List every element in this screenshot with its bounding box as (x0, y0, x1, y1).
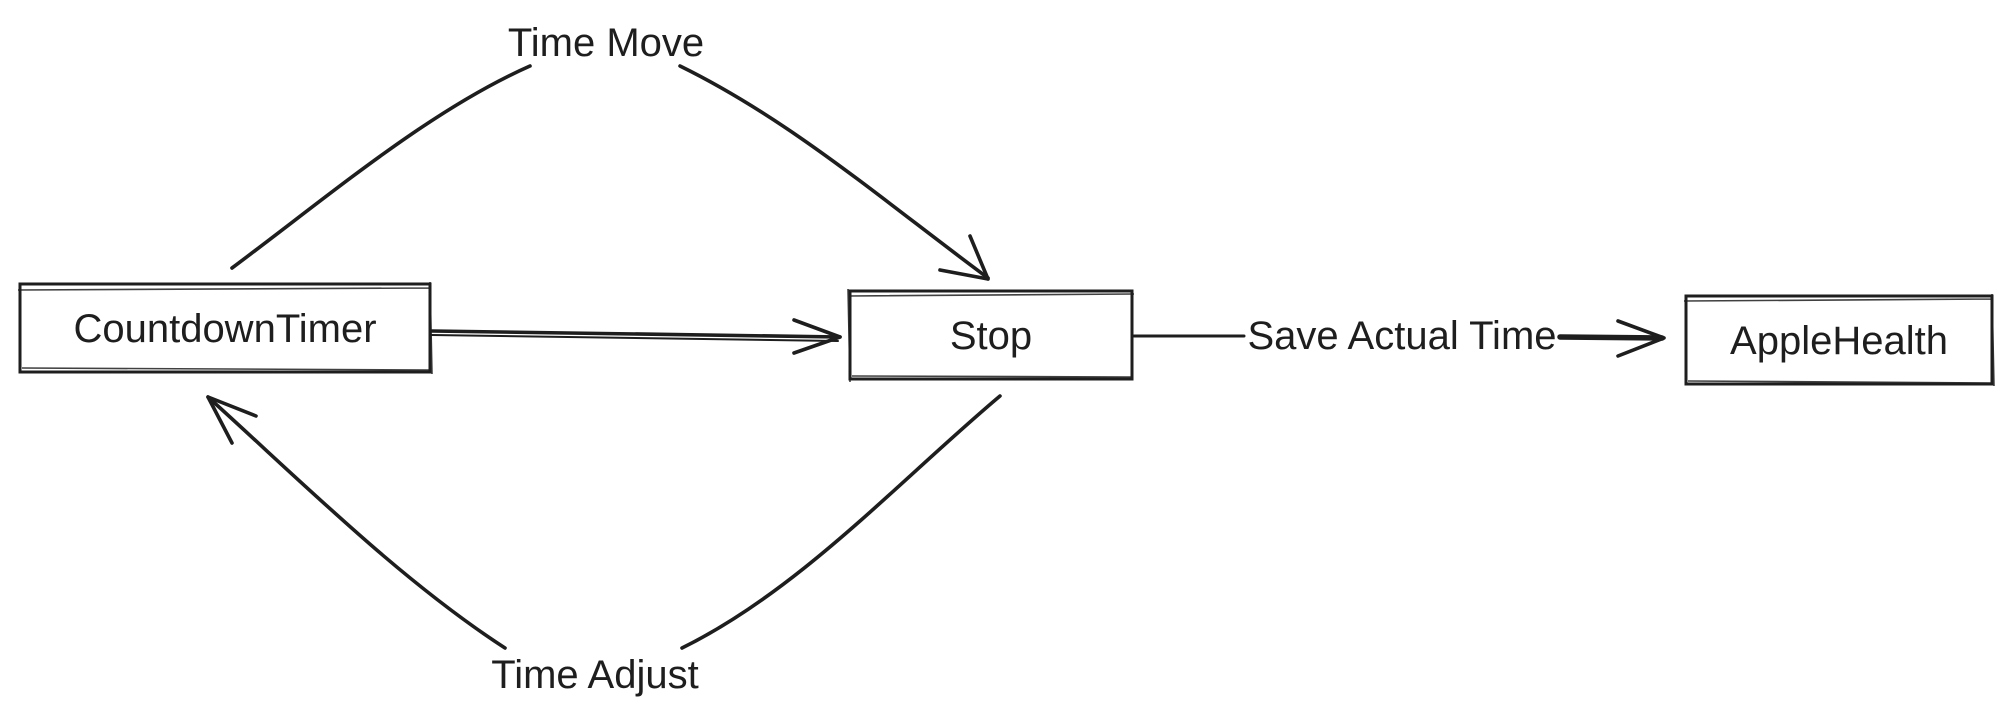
countdown-to-stop-arrowhead (792, 318, 842, 355)
countdown-to-stop-line (430, 329, 842, 339)
time-move-arrowhead (938, 234, 990, 281)
save-actual-time-label: Save Actual Time (1247, 314, 1556, 358)
time-adjust-label: Time Adjust (491, 653, 698, 697)
time-adjust-curve (680, 394, 1002, 650)
save-actual-time-line-end (1557, 334, 1665, 341)
time-adjust-arrowhead (206, 395, 258, 445)
node-apple-health[interactable]: AppleHealth (1683, 293, 1995, 387)
node-countdown-timer[interactable]: CountdownTimer (17, 281, 433, 375)
stop-box-sketch (847, 288, 1135, 383)
countdown-timer-label: CountdownTimer (73, 307, 376, 351)
apple-health-box-sketch (1683, 293, 1995, 387)
stop-label: Stop (950, 314, 1032, 358)
edge-countdown-to-stop (430, 318, 842, 355)
edge-time-move: Time Move (230, 21, 990, 281)
apple-health-label: AppleHealth (1730, 319, 1948, 363)
apple-health-box (1684, 294, 1994, 386)
node-stop[interactable]: Stop (847, 288, 1135, 383)
countdown-timer-box (18, 282, 432, 374)
edge-save-actual-time: Save Actual Time (1132, 314, 1666, 358)
stop-box (848, 289, 1134, 381)
time-adjust-curve-end (206, 395, 507, 650)
time-move-curve-end (678, 64, 990, 280)
countdown-timer-box-sketch (17, 281, 433, 375)
edge-time-adjust: Time Adjust (206, 394, 1002, 697)
save-actual-time-arrowhead (1616, 319, 1666, 358)
time-move-label: Time Move (508, 21, 704, 65)
time-move-curve (230, 64, 532, 270)
countdown-to-stop-line-double (431, 334, 839, 342)
